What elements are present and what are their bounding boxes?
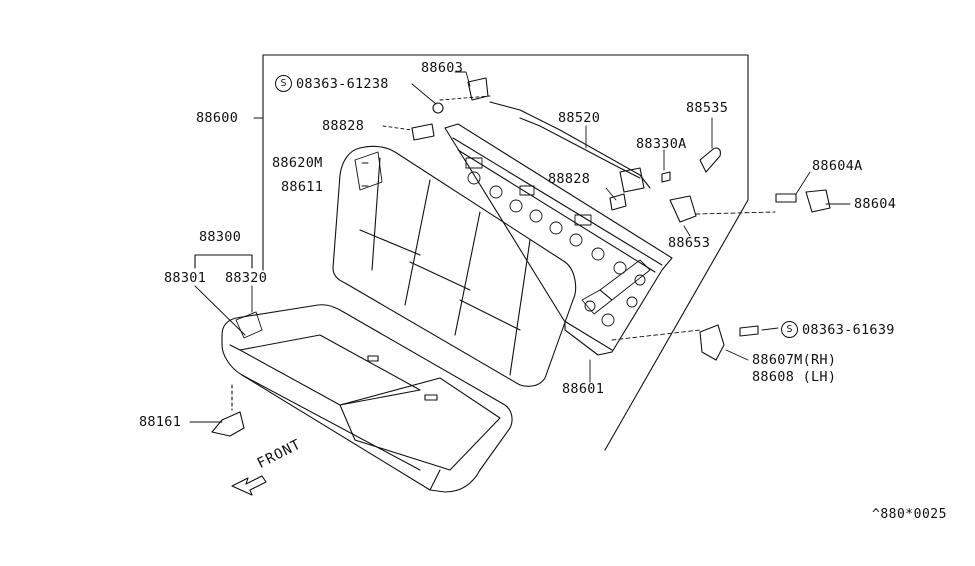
front-arrow bbox=[231, 475, 267, 496]
seatback-cushion bbox=[332, 145, 577, 387]
label-88608: 88608 (LH) bbox=[752, 369, 837, 385]
diagram-code: ^880*0025 bbox=[872, 507, 947, 522]
label-88600: 88600 bbox=[196, 110, 239, 126]
label-88300: 88300 bbox=[199, 229, 242, 245]
label-88620M: 88620M bbox=[272, 155, 323, 171]
label-88828-top: 88828 bbox=[322, 118, 365, 134]
clip-88161 bbox=[211, 384, 245, 437]
label-88604A: 88604A bbox=[812, 158, 863, 174]
label-88520: 88520 bbox=[558, 110, 601, 126]
label-08363-61639: 08363-61639 bbox=[802, 322, 895, 338]
label-88320: 88320 bbox=[225, 270, 268, 286]
leader-lines bbox=[189, 71, 851, 423]
label-88161: 88161 bbox=[139, 414, 182, 430]
label-88330A: 88330A bbox=[636, 136, 687, 152]
screw-symbol-icon: S bbox=[275, 75, 292, 92]
label-88601: 88601 bbox=[562, 381, 605, 397]
label-08363-61238: 08363-61238 bbox=[296, 76, 389, 92]
latch-parts bbox=[411, 77, 831, 223]
seatback-frame bbox=[444, 123, 673, 356]
screw-symbol-icon-2: S bbox=[781, 321, 798, 338]
label-88828-mid: 88828 bbox=[548, 171, 591, 187]
label-88301: 88301 bbox=[164, 270, 207, 286]
label-88603: 88603 bbox=[421, 60, 464, 76]
label-88604: 88604 bbox=[854, 196, 897, 212]
seat-cushion bbox=[221, 304, 513, 493]
label-88535: 88535 bbox=[686, 100, 729, 116]
bracket-88300 bbox=[194, 254, 253, 269]
label-88607M: 88607M(RH) bbox=[752, 352, 837, 368]
label-88653: 88653 bbox=[668, 235, 711, 251]
seatback-group-outline bbox=[262, 54, 749, 451]
label-88611: 88611 bbox=[281, 179, 324, 195]
hinge-88607 bbox=[699, 324, 759, 361]
